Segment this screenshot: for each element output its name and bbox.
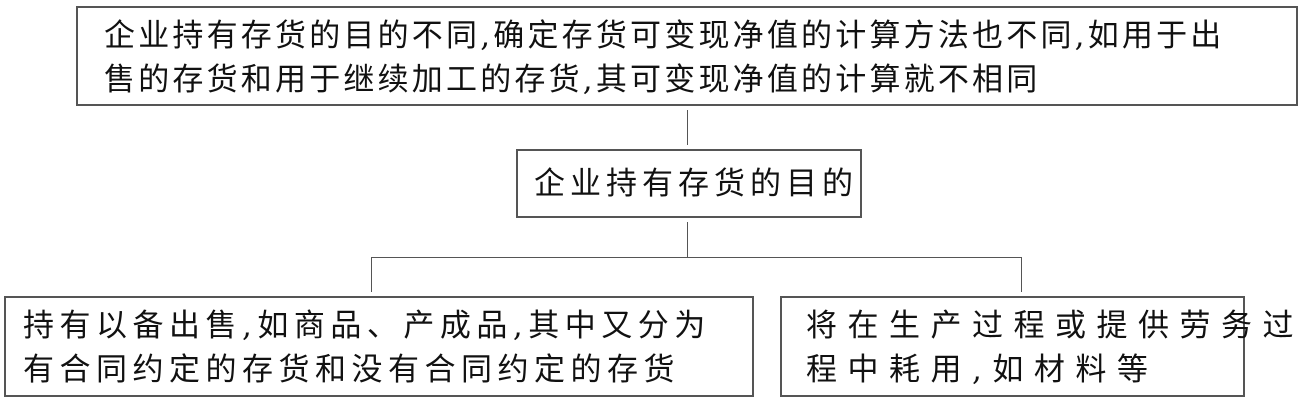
connector-middle-to-bus (687, 222, 688, 257)
child-node-line-2: 程中耗用,如材料等 (806, 352, 1159, 388)
child-node-text: 将在生产过程或提供劳务过 程中耗用,如材料等 (806, 304, 1304, 392)
connector-bus-to-right-child (1021, 257, 1022, 292)
top-node-text: 企业持有存货的目的不同,确定存货可变现净值的计算方法也不同,如用于出 售的存货和… (104, 14, 1225, 102)
top-node-box: 企业持有存货的目的不同,确定存货可变现净值的计算方法也不同,如用于出 售的存货和… (76, 6, 1298, 106)
top-node-line-2: 售的存货和用于继续加工的存货,其可变现净值的计算就不相同 (104, 62, 1041, 98)
top-node-line-1: 企业持有存货的目的不同,确定存货可变现净值的计算方法也不同,如用于出 (104, 18, 1225, 54)
child-node-line-2: 有合同约定的存货和没有合同约定的存货 (23, 352, 680, 388)
connector-bus-to-left-child (371, 257, 372, 292)
child-node-box-hold-for-sale: 持有以备出售,如商品、产成品,其中又分为 有合同约定的存货和没有合同约定的存货 (4, 296, 754, 397)
child-node-box-consumed-in-production: 将在生产过程或提供劳务过 程中耗用,如材料等 (780, 296, 1294, 397)
child-node-line-1: 持有以备出售,如商品、产成品,其中又分为 (23, 308, 711, 344)
child-node-text: 持有以备出售,如商品、产成品,其中又分为 有合同约定的存货和没有合同约定的存货 (23, 304, 711, 392)
middle-node-box: 企业持有存货的目的 (516, 149, 862, 218)
middle-node-label: 企业持有存货的目的 (534, 166, 858, 202)
connector-horizontal-bus (371, 257, 1022, 258)
child-node-line-1: 将在生产过程或提供劳务过 (806, 308, 1304, 344)
connector-top-to-middle (687, 110, 688, 145)
